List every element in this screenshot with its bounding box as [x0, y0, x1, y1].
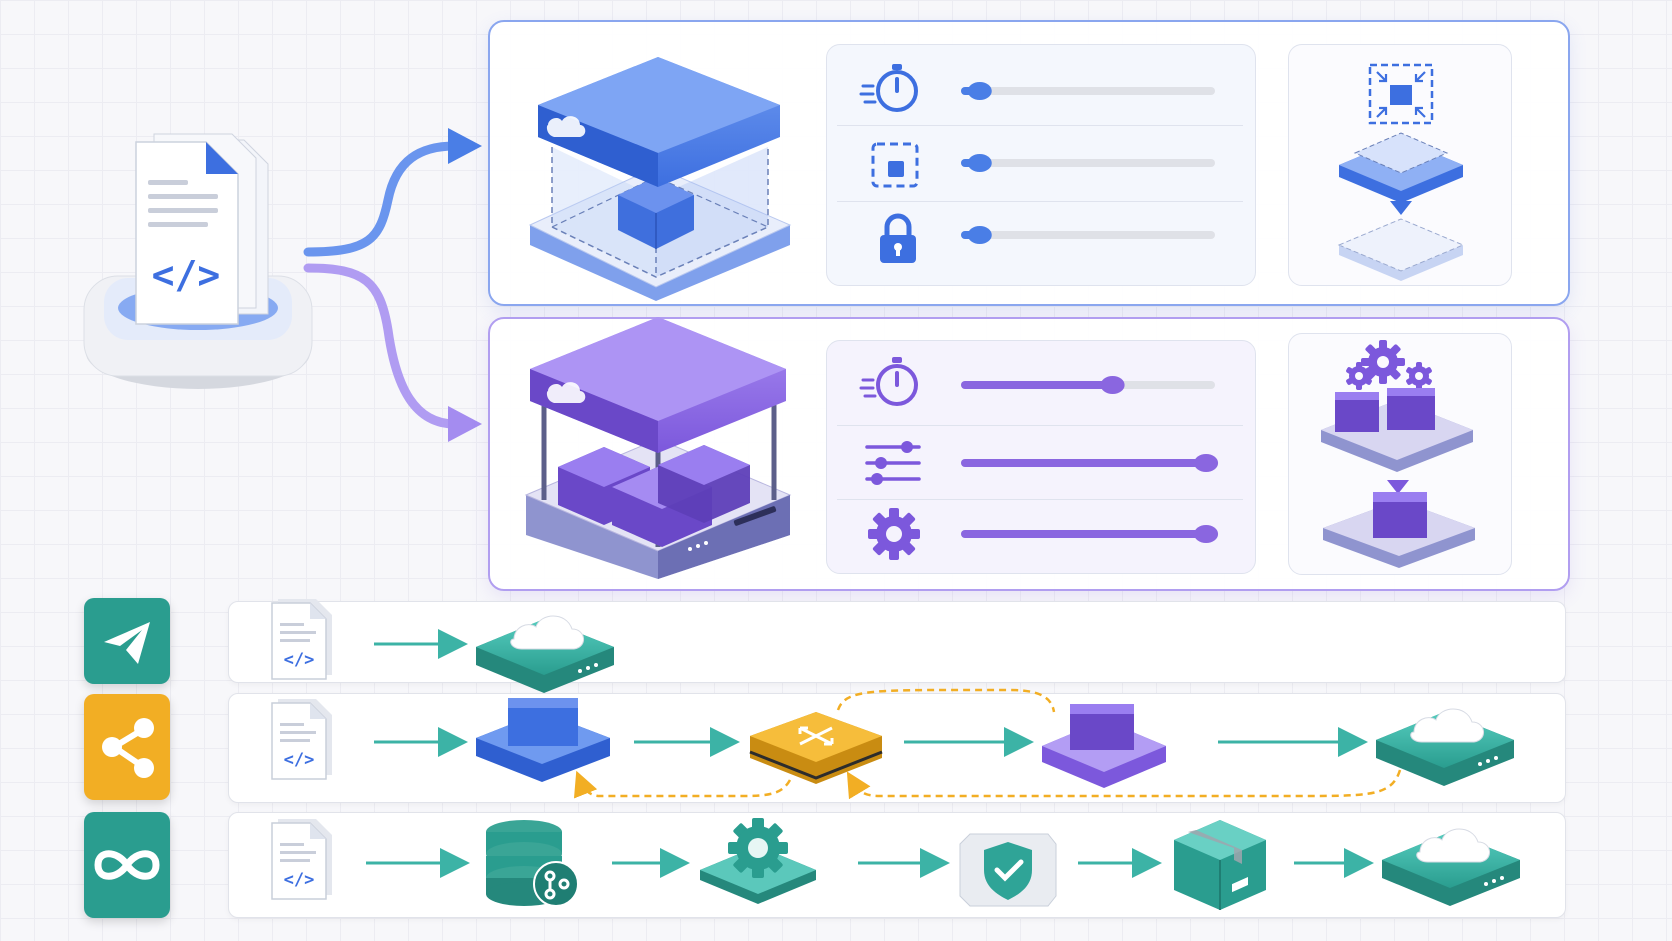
gears-icon [1346, 340, 1432, 390]
slider-knob[interactable] [1100, 376, 1125, 394]
code-file-icon [271, 598, 333, 680]
arrow-down-icon [1390, 201, 1412, 215]
cloud-server-icon [1375, 708, 1515, 787]
empty-platform-icon [1337, 218, 1465, 281]
lower-branch-path [303, 263, 460, 429]
sliders-icon [865, 441, 921, 485]
stopwatch-icon [859, 64, 918, 112]
dashed-square-icon [871, 142, 919, 188]
upper-preview-card [1288, 44, 1512, 286]
lower-branch-arrowhead [448, 406, 482, 442]
arrow-down-icon [1387, 480, 1409, 494]
loop-path-bottom [846, 769, 1402, 800]
slider-knob[interactable] [967, 82, 992, 100]
svg-text:</>: </> [152, 253, 221, 297]
single-container-icon [1323, 492, 1475, 568]
paper-plane-icon [104, 622, 150, 664]
slider-knob[interactable] [967, 226, 992, 244]
infinity-icon [94, 850, 160, 880]
slider-knob[interactable] [967, 154, 992, 172]
database-git-icon [484, 818, 580, 908]
loop-path-return [573, 770, 792, 799]
gear-settings-icon [700, 818, 816, 904]
upper-branch-path [303, 141, 460, 257]
lower-preview-card [1288, 333, 1512, 575]
lower-settings-card [826, 340, 1256, 574]
upper-branch-arrowhead [448, 128, 482, 164]
code-file-stack-icon: </> [83, 133, 313, 389]
slider-knob[interactable] [1194, 525, 1219, 543]
mode-share[interactable] [84, 694, 170, 800]
package-box-icon [1173, 819, 1267, 911]
upper-preview-icons [1337, 63, 1465, 281]
upper-sliders [961, 82, 1215, 244]
loop-path-top [836, 688, 1056, 713]
upper-settings-card [826, 44, 1256, 286]
shield-check-icon [960, 834, 1056, 906]
router-switch-icon [748, 710, 884, 786]
platform-layer-icon [1339, 132, 1463, 203]
cloud-cluster-platform-icon [524, 317, 792, 579]
compress-to-center-icon [1368, 63, 1434, 125]
mode-infinity[interactable] [84, 812, 170, 918]
padlock-icon [880, 213, 916, 263]
container-cluster-icon [1321, 388, 1473, 472]
lower-preview-icons [1321, 340, 1475, 568]
code-file-icon [271, 698, 333, 780]
share-icon [102, 718, 154, 778]
cloud-container-platform-icon [528, 57, 792, 301]
slider-knob[interactable] [1194, 454, 1219, 472]
stopwatch-icon [859, 357, 918, 406]
gear-icon [868, 508, 920, 560]
purple-container-icon [1042, 704, 1166, 788]
blue-container-icon [476, 698, 610, 782]
lower-sliders [961, 376, 1219, 543]
code-file-icon [271, 818, 333, 900]
cloud-server-icon [1381, 828, 1521, 907]
cloud-server-icon [475, 615, 615, 694]
mode-paper-plane[interactable] [84, 598, 170, 684]
